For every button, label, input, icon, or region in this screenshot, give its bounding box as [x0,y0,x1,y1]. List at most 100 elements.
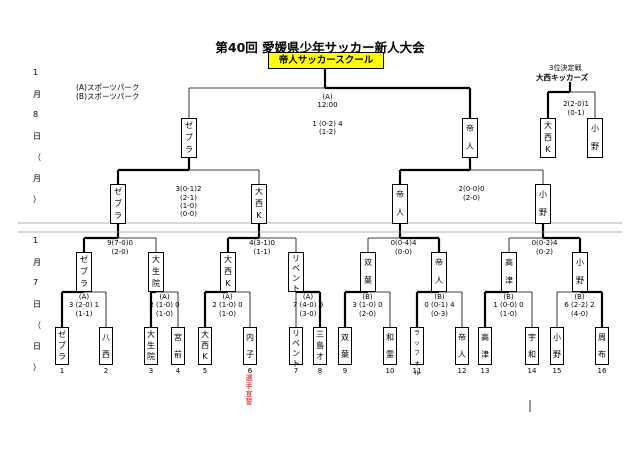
team-box: 小野 [572,252,588,292]
team-name-char: 帝 [435,258,443,267]
date-char: 1 [33,68,39,77]
team-name-char: 野 [591,142,599,151]
team-box: 高津 [478,327,492,365]
team-number: 7 [293,367,299,375]
match-half: (4-0) [571,310,588,318]
team-name-char: 帝 [466,124,474,133]
team-box: 周布 [595,327,609,365]
oath-note-char: 選 [245,374,253,382]
team-name-char: 人 [435,276,443,285]
match-score: 3 (2-0) 1 [68,301,100,309]
team-box: 三島オ [313,327,327,365]
team-name-char: 人 [466,142,474,151]
team-name-char: 人 [458,349,466,359]
team-name-char: ベ [292,264,300,273]
team-number: 8 [317,367,323,375]
team-box: ゼブラ [55,327,69,365]
team-name-char: 人 [396,208,404,217]
match-half: (1-1) [75,310,93,318]
team-name-char: ラ [185,145,193,154]
team-name-char: 大 [544,121,552,130]
team-name-char: ラ [80,279,88,288]
team-box: 内子 [243,327,257,365]
team-name-char: K [256,211,262,220]
match-venue: (B) [434,293,445,301]
team-box: 和霊 [383,327,397,365]
date-char: 日 [33,342,41,351]
match-half: (2-0) [359,310,376,318]
team-box: 小野 [550,327,564,365]
team-number: 3 [148,367,154,375]
date-char: 7 [33,278,39,287]
team-name-char: リ [292,254,300,263]
match-score: 3(0-1)2 [175,185,202,193]
date-char: 月 [33,174,41,183]
team-box: 高津 [501,252,517,292]
date-char: （ [33,153,41,162]
champion-box: 帝人サッカースクール [268,52,384,69]
team-name-char: ン [292,274,300,283]
team-name-char: ブ [58,340,66,350]
team-name-char: 大 [224,255,232,264]
team-name-char: 大 [201,329,209,339]
team-number: 9 [342,367,348,375]
oath-note-char: 宣 [245,390,253,398]
team-box: リベント [288,252,304,293]
date-char: ） [33,195,41,204]
team-name-char: 布 [598,349,606,359]
match-venue: (A) [78,293,90,301]
team-box: ゼブラ [110,184,126,224]
team-name-char: 双 [364,258,372,267]
team-box: 宇和 [525,327,539,365]
venue-b-label: (B)スポーツパーク [76,92,140,101]
oath-note-char: 誓 [245,398,253,406]
venue-a-label: (A)スポーツパーク [76,83,140,92]
team-box: 帝人 [455,327,469,365]
match-half: (0-0) [180,210,197,218]
team-name-char: ッ [413,340,420,347]
oath-note: 選手宣誓 [244,374,254,406]
team-name-char: 双 [341,332,349,342]
match-score: 0(0-4)4 [390,239,417,247]
team-name-char: 島 [316,340,324,350]
date-char: 日 [33,300,41,309]
match-score: 2 (1-0) 0 [149,301,180,309]
team-name-char: 西 [102,349,110,359]
match-half: (3-0) [299,310,317,318]
match-half: (0-3) [431,310,448,318]
team-number: 2 [103,367,109,375]
match-venue: (A) [222,293,233,301]
team-name-char: K [545,145,551,154]
team-box: 帝人 [462,118,478,158]
team-name-char: 津 [505,276,513,285]
team-name-char: 西 [224,267,232,276]
team-name-char: ゼ [114,187,122,196]
team-number: 14 [527,367,537,375]
date-char: 月 [33,258,41,267]
third-place-score: 2(2-0)1 [563,100,589,108]
team-name-char: 院 [152,279,160,288]
match-score: 6 (2-2) 2 [564,301,595,309]
team-name-char: ォ [413,360,420,367]
team-number: 15 [552,367,562,375]
date-char: 日 [33,132,41,141]
team-box: 小野 [587,118,603,158]
team-box: リベント [289,327,303,368]
team-name-char: フ [413,350,420,357]
match-score: 9(7-0)0 [107,239,133,247]
team-name-char: 津 [481,349,489,359]
date-char: ） [33,363,41,372]
team-number: 5 [202,367,208,375]
team-name-char: 野 [576,276,584,285]
team-name-char: 大 [147,329,155,339]
team-number: 13 [480,367,490,375]
team-name-char: ブ [185,133,193,142]
team-name-char: K [225,279,231,288]
match-score: 0 (0-1) 4 [424,301,455,309]
team-name-char: 周 [598,332,606,342]
match-score: 1 (0-0) 0 [493,301,524,309]
team-name-char: 大 [255,187,263,196]
team-name-char: 西 [255,199,263,208]
